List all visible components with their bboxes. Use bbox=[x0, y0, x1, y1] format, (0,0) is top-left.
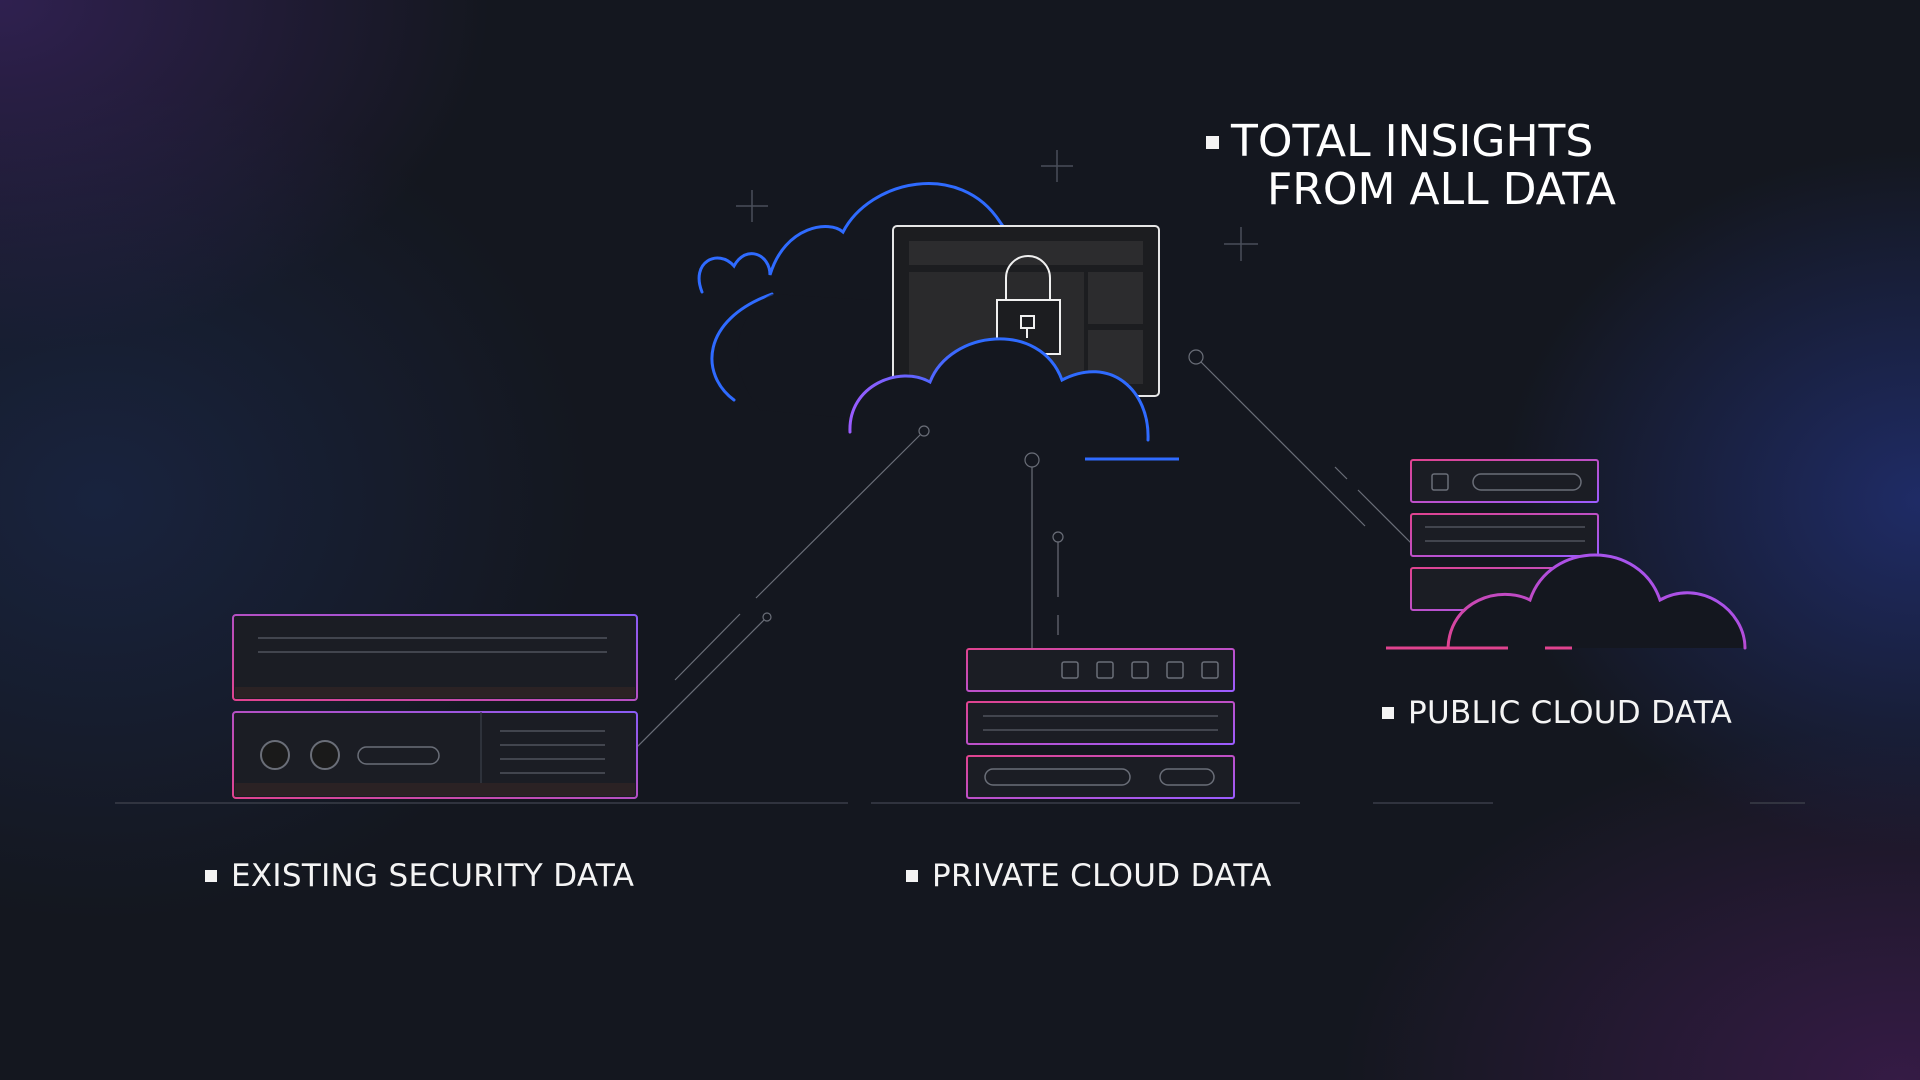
bullet-icon bbox=[205, 870, 217, 882]
headline: TOTAL INSIGHTS FROM ALL DATA bbox=[1206, 118, 1616, 214]
bullet-icon bbox=[1382, 707, 1394, 719]
headline-line2: FROM ALL DATA bbox=[1267, 164, 1616, 215]
headline-line1: TOTAL INSIGHTS bbox=[1231, 116, 1594, 167]
public-cloud-label: PUBLIC CLOUD DATA bbox=[1382, 695, 1732, 731]
connector-lines bbox=[627, 349, 1413, 757]
main-cloud-outline bbox=[697, 182, 1012, 402]
private-cloud-server bbox=[966, 648, 1235, 799]
existing-security-server bbox=[232, 614, 638, 799]
bullet-icon bbox=[1206, 135, 1219, 149]
sparkle-icon bbox=[736, 150, 1258, 261]
front-cloud bbox=[849, 338, 1149, 460]
existing-security-label: EXISTING SECURITY DATA bbox=[205, 858, 634, 894]
bullet-icon bbox=[906, 870, 918, 882]
private-cloud-label: PRIVATE CLOUD DATA bbox=[906, 858, 1272, 894]
power-knob-icon bbox=[260, 740, 290, 770]
power-knob-icon bbox=[310, 740, 340, 770]
public-cloud-text: PUBLIC CLOUD DATA bbox=[1408, 695, 1733, 731]
existing-security-text: EXISTING SECURITY DATA bbox=[231, 858, 635, 894]
private-cloud-text: PRIVATE CLOUD DATA bbox=[932, 858, 1272, 894]
public-cloud-shape bbox=[1386, 553, 1747, 650]
